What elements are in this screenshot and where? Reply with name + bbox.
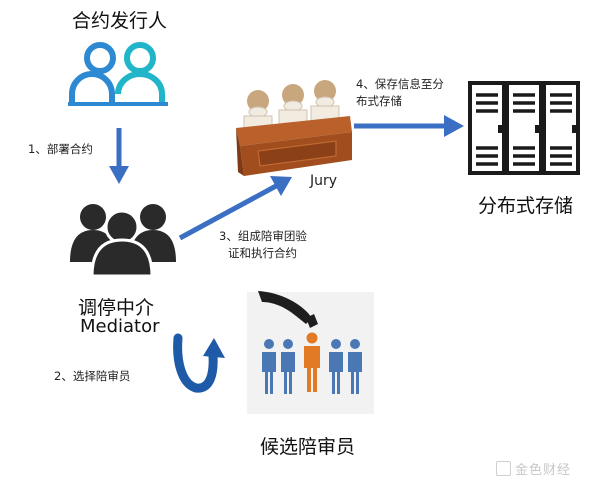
watermark-text: 金色财经 bbox=[515, 463, 572, 478]
edge-step1 bbox=[109, 128, 129, 184]
jury-box-icon bbox=[236, 80, 352, 176]
cycle-arrowhead bbox=[203, 338, 225, 358]
watermark: 金色财经 bbox=[496, 459, 571, 478]
select-cycle-arrow bbox=[173, 333, 218, 393]
issuer-label: 合约发行人 bbox=[72, 10, 168, 32]
step2-label: 2、选择陪审员 bbox=[54, 369, 131, 383]
jury-label: Jury bbox=[310, 173, 338, 189]
candidate-jurors-image bbox=[247, 291, 374, 414]
issuer-icon bbox=[68, 42, 168, 106]
edge-step4 bbox=[354, 115, 464, 137]
storage-label: 分布式存储 bbox=[478, 195, 574, 217]
mediator-icon bbox=[70, 204, 176, 278]
watermark-logo-icon bbox=[496, 461, 511, 476]
candidates-label: 候选陪审员 bbox=[260, 436, 356, 458]
storage-servers-icon bbox=[468, 81, 580, 175]
step3-label-line2: 证和执行合约 bbox=[228, 246, 297, 260]
step4-label-line1: 4、保存信息至分 bbox=[356, 77, 444, 91]
step4-label-line2: 布式存储 bbox=[356, 94, 402, 108]
edge-step3 bbox=[178, 176, 292, 241]
step1-label: 1、部署合约 bbox=[28, 142, 93, 156]
mediator-sublabel: Mediator bbox=[80, 316, 160, 337]
mediator-label: 调停中介 bbox=[78, 297, 155, 319]
step3-label-line1: 3、组成陪审团验 bbox=[219, 229, 307, 243]
